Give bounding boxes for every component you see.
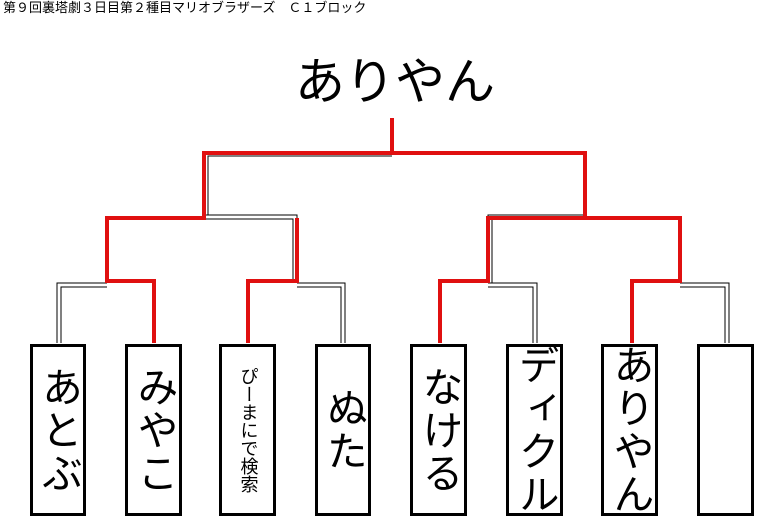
player-box-2: みやこ bbox=[125, 344, 182, 516]
winning-path-line bbox=[105, 118, 394, 343]
bracket-line bbox=[488, 282, 538, 343]
player-name: ディクル bbox=[511, 344, 559, 516]
bracket-line bbox=[297, 282, 346, 343]
player-box-7: ありやん bbox=[601, 344, 658, 516]
bracket-lines-winning bbox=[105, 118, 682, 343]
bracket-lines-plain bbox=[56, 151, 730, 343]
player-box-5: なける bbox=[410, 344, 467, 516]
player-box-1: あとぶ bbox=[30, 344, 86, 516]
player-name: ありやん bbox=[606, 344, 654, 516]
player-name: ぬた bbox=[319, 387, 368, 473]
player-name: なける bbox=[415, 365, 463, 495]
player-name: みやこ bbox=[130, 365, 178, 495]
winning-path-line bbox=[246, 218, 299, 343]
winning-path-line bbox=[585, 216, 682, 343]
bracket-line bbox=[680, 282, 730, 343]
player-name: ぴーまにで検索 bbox=[237, 367, 259, 493]
player-box-8 bbox=[697, 344, 754, 516]
bracket-line bbox=[487, 214, 585, 283]
player-box-4: ぬた bbox=[315, 344, 371, 516]
player-box-6: ディクル bbox=[506, 344, 563, 516]
bracket-line bbox=[203, 151, 392, 215]
player-box-3: ぴーまにで検索 bbox=[219, 344, 276, 516]
bracket-line bbox=[204, 214, 298, 280]
tournament-title: 第９回裏塔劇３日目第２種目マリオブラザーズ Ｃ１ブロック bbox=[3, 1, 367, 16]
winning-path-line bbox=[392, 151, 587, 343]
player-name: あとぶ bbox=[34, 365, 83, 495]
champion-name: ありやん bbox=[295, 53, 495, 111]
bracket-line bbox=[56, 282, 107, 343]
